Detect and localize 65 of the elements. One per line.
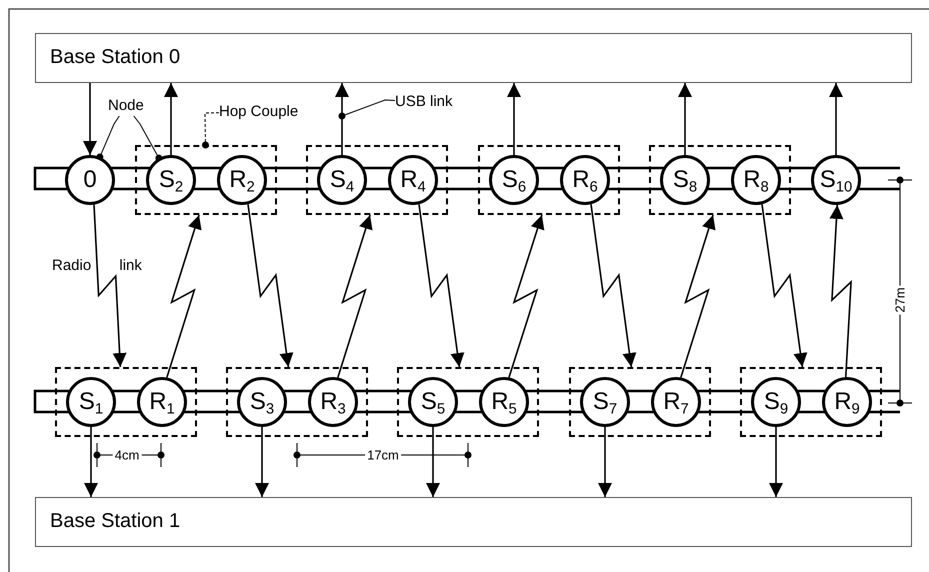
- radio-link-arrow: [166, 214, 202, 378]
- hop-couple-box: [55, 367, 197, 437]
- node-label: R$_{4}$: [400, 168, 426, 192]
- leader-line: [133, 116, 162, 162]
- usb-link-arrow: [83, 83, 97, 155]
- node-label: R$_{8}$: [743, 168, 769, 192]
- dimension-label: 17cm: [365, 448, 401, 462]
- hop-couple-box: [226, 367, 368, 437]
- node-label: R$_{3}$: [320, 390, 346, 414]
- node-label: S$_{7}$: [592, 390, 618, 414]
- radio-link-arrow: [590, 204, 636, 368]
- hop-couple-box: [306, 145, 448, 215]
- node-label: S$_{9}$: [764, 390, 788, 414]
- callout-label: USB link: [395, 92, 453, 112]
- node-label: R$_{5}$: [491, 390, 517, 414]
- station-label: Base Station 0: [50, 46, 180, 68]
- usb-link-arrow: [769, 427, 783, 497]
- hop-couple-box: [649, 145, 791, 215]
- usb-link-arrow: [829, 83, 843, 155]
- hop-couple-box: [740, 367, 882, 437]
- usb-link-arrow: [426, 427, 440, 497]
- usb-link-arrow: [335, 83, 349, 155]
- callout-label: Node: [108, 96, 144, 116]
- base-station-box: [35, 497, 912, 547]
- node-label: S$_{8}$: [672, 168, 698, 192]
- hop-couple-box: [135, 145, 277, 215]
- radio-link-arrow: [680, 214, 716, 378]
- base-station-box: [35, 33, 912, 83]
- leader-line: [202, 112, 220, 148]
- node-label: R$_{1}$: [149, 390, 175, 414]
- radio-link-arrow: [508, 214, 544, 378]
- radio-link-arrow: [93, 204, 127, 368]
- usb-link-arrow: [84, 427, 98, 497]
- node-label: R$_{7}$: [663, 390, 689, 414]
- hop-couple-box: [397, 367, 539, 437]
- radio-link-arrow: [247, 204, 294, 368]
- usb-link-arrow: [598, 427, 612, 497]
- radio-link-arrow: [418, 204, 464, 368]
- callout-label: Hop Couple: [219, 102, 298, 122]
- station-label: Base Station 1: [50, 510, 180, 532]
- node-label: S$_{1}$: [78, 390, 104, 414]
- leader-line: [96, 116, 120, 161]
- node-label: S$_{6}$: [502, 168, 526, 192]
- node-label: S$_{3}$: [250, 390, 274, 414]
- usb-link-arrow: [164, 83, 178, 155]
- node-label: S$_{5}$: [420, 390, 446, 414]
- hop-couple-box: [478, 145, 620, 215]
- leader-line: [338, 100, 396, 120]
- radio-link-arrow: [337, 214, 373, 378]
- node-label: 0: [83, 168, 97, 192]
- node-label: S$_{4}$: [330, 168, 354, 192]
- dimension-label: 27m: [892, 285, 908, 315]
- radio-link-arrow: [829, 204, 852, 378]
- usb-link-arrow: [507, 83, 521, 155]
- node-label: S$_{10}$: [820, 168, 852, 192]
- node-label: S$_{2}$: [158, 168, 184, 192]
- link-label: Radio link: [51, 256, 143, 276]
- dimension-label: 4cm: [112, 448, 142, 462]
- hop-couple-box: [569, 367, 711, 437]
- node-label: R$_{2}$: [229, 168, 255, 192]
- node-label: R$_{6}$: [572, 168, 598, 192]
- radio-link-arrow: [761, 204, 808, 368]
- usb-link-arrow: [255, 427, 269, 497]
- usb-link-arrow: [678, 83, 692, 155]
- node-label: R$_{9}$: [834, 390, 860, 414]
